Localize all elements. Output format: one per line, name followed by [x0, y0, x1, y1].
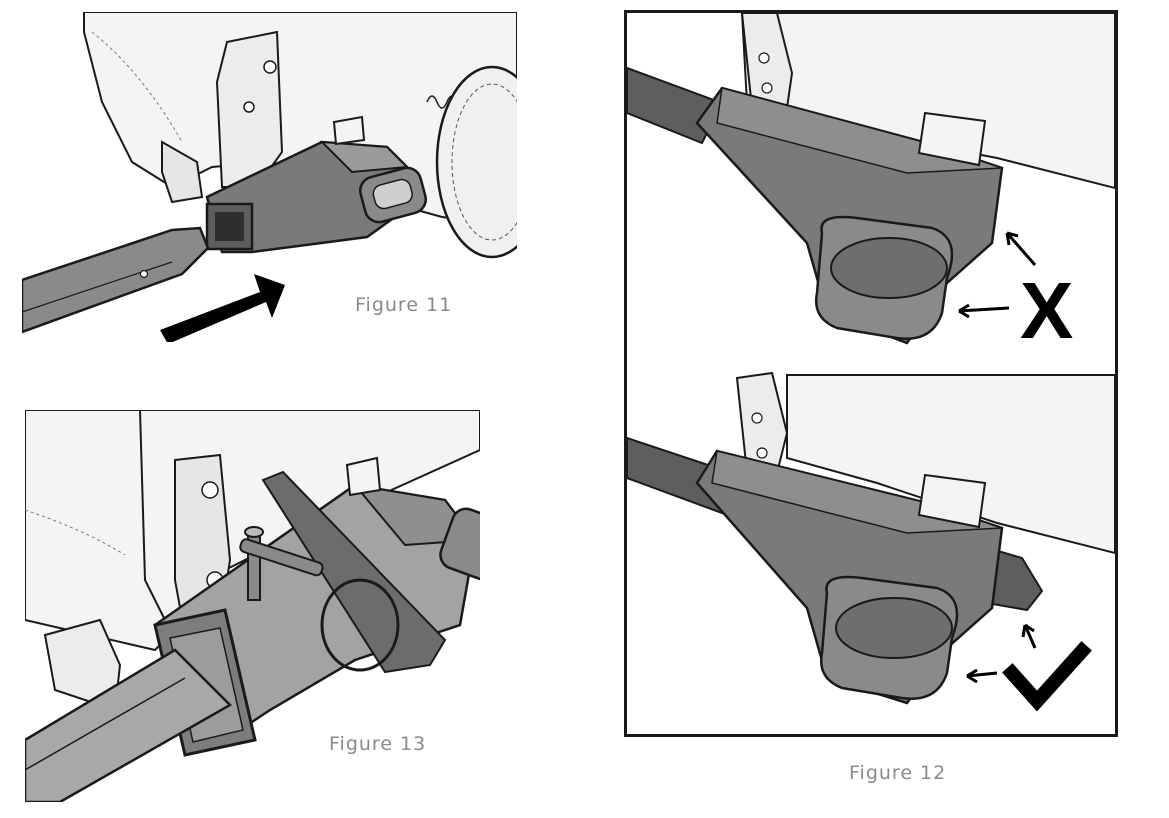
insert-direction-arrow	[160, 274, 285, 342]
hitch-tab	[917, 111, 987, 167]
check-icon	[1002, 641, 1092, 712]
lock-pin	[239, 526, 324, 601]
wrong-mark: X	[1020, 266, 1073, 355]
hitch-tab	[917, 473, 987, 529]
tow-arm	[25, 648, 233, 802]
hitch-tab	[345, 456, 382, 497]
arrow-pointer	[1021, 623, 1037, 649]
arrow-pointer	[966, 668, 998, 684]
side-bracket	[161, 140, 204, 204]
tow-arm	[22, 226, 210, 334]
hitch-handle	[439, 507, 480, 585]
incorrect-position-view	[627, 13, 1115, 345]
strap-loop	[320, 578, 400, 672]
safety-strap	[261, 470, 447, 674]
figure-11-illustration	[22, 12, 517, 342]
correct-position-view	[627, 371, 1115, 705]
arrow-pointer	[958, 303, 1010, 319]
figure-12-illustration: X	[624, 10, 1118, 737]
hitch-tab	[332, 115, 366, 146]
figure-12-caption: Figure 12	[849, 762, 947, 784]
wheel	[435, 65, 517, 259]
figure-13-caption: Figure 13	[329, 733, 427, 755]
figure-11-caption: Figure 11	[355, 294, 453, 316]
figure-13-illustration	[25, 410, 480, 802]
arrow-pointer	[1005, 231, 1037, 266]
